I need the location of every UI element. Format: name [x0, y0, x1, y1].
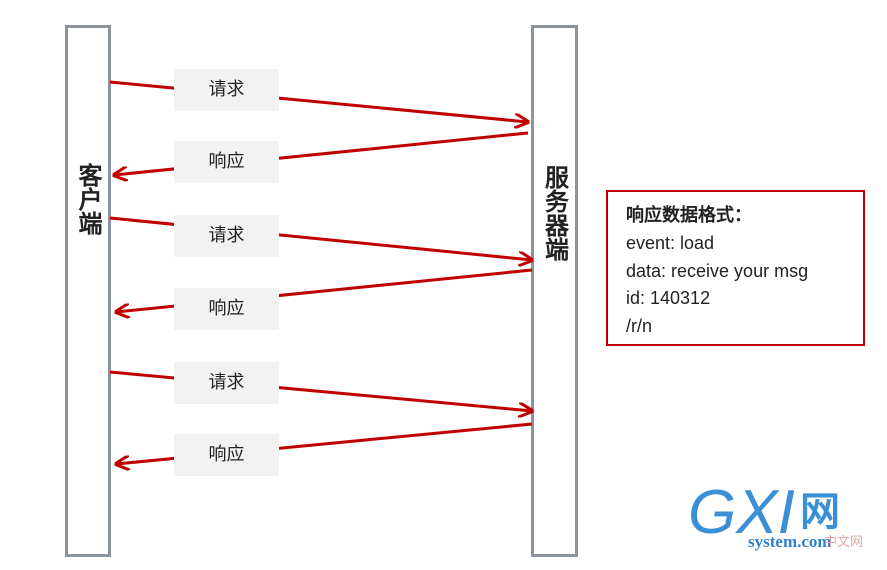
watermark-site: system.com — [748, 532, 832, 551]
format-line-event: event: load — [626, 232, 715, 253]
watermark-site-cn: 中文网 — [824, 535, 864, 550]
request-label: 请求 — [174, 69, 279, 111]
format-title: 响应数据格式： — [626, 205, 752, 225]
format-line-data: data: receive your msg — [626, 260, 809, 281]
response-label: 响应 — [174, 434, 279, 476]
request-label: 请求 — [174, 215, 279, 257]
watermark-letters: GXI — [688, 478, 795, 547]
watermark-cn-char: 网 — [800, 489, 840, 535]
request-arrow-1 — [109, 80, 528, 122]
format-line-id: id: 140312 — [626, 288, 711, 309]
response-format-box: 响应数据格式： event: load data: receive your m… — [606, 190, 865, 346]
server-label: 服务器端 — [540, 165, 569, 261]
format-line-terminator: /r/n — [626, 316, 653, 337]
response-label: 响应 — [174, 141, 279, 183]
request-label: 请求 — [174, 362, 279, 404]
response-label: 响应 — [174, 288, 279, 330]
client-lane: 客户端 — [65, 25, 111, 557]
server-lane: 服务器端 — [531, 25, 578, 557]
site-watermark-logo: GXI 网 system.com 中文网 — [688, 482, 878, 558]
client-label: 客户端 — [74, 163, 102, 235]
